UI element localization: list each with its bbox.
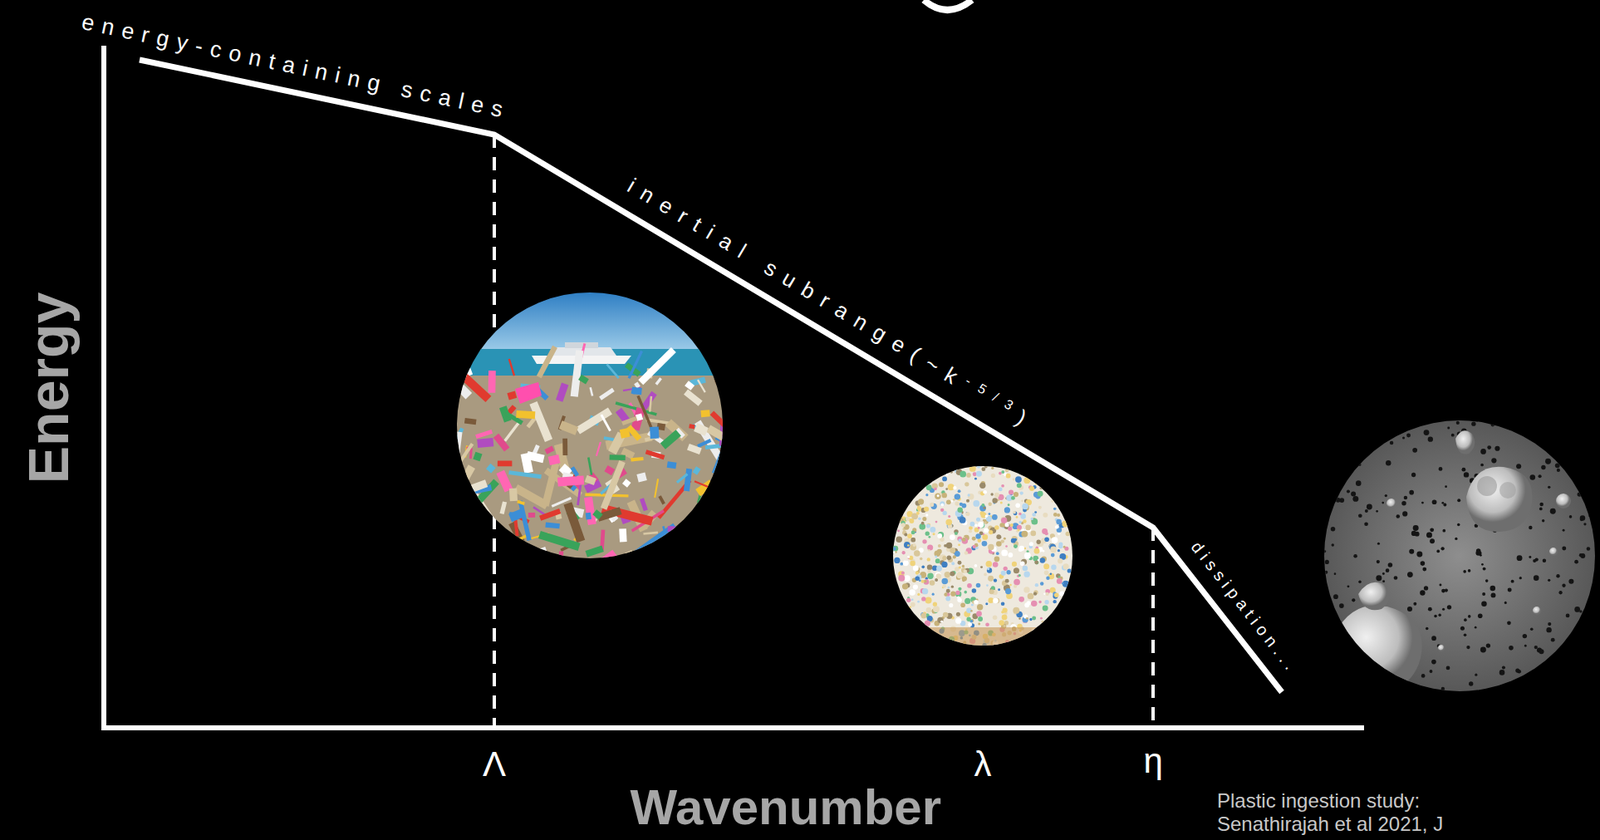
scale-symbol: η xyxy=(1143,743,1164,779)
citation: Plastic ingestion study: Senathirajah et… xyxy=(1217,789,1500,835)
title-fragment xyxy=(923,0,972,10)
range-label: dissipation... xyxy=(1187,538,1301,677)
scale-symbol: Λ xyxy=(482,746,506,782)
nanoplastic-micrograph xyxy=(1323,420,1597,697)
axis-title: Wavenumber xyxy=(630,782,943,833)
axis-title: Energy xyxy=(19,292,77,485)
microplastic-photo xyxy=(892,464,1073,648)
spectrum-line xyxy=(139,59,1282,693)
range-label: inertial subrange(~k-5/3) xyxy=(623,174,1039,434)
scale-symbol: λ xyxy=(974,746,992,782)
axis-lines xyxy=(103,45,1365,728)
range-label: energy-containing scales xyxy=(78,9,512,123)
macroplastic-photo xyxy=(444,292,741,642)
scale-marker xyxy=(1151,527,1155,728)
